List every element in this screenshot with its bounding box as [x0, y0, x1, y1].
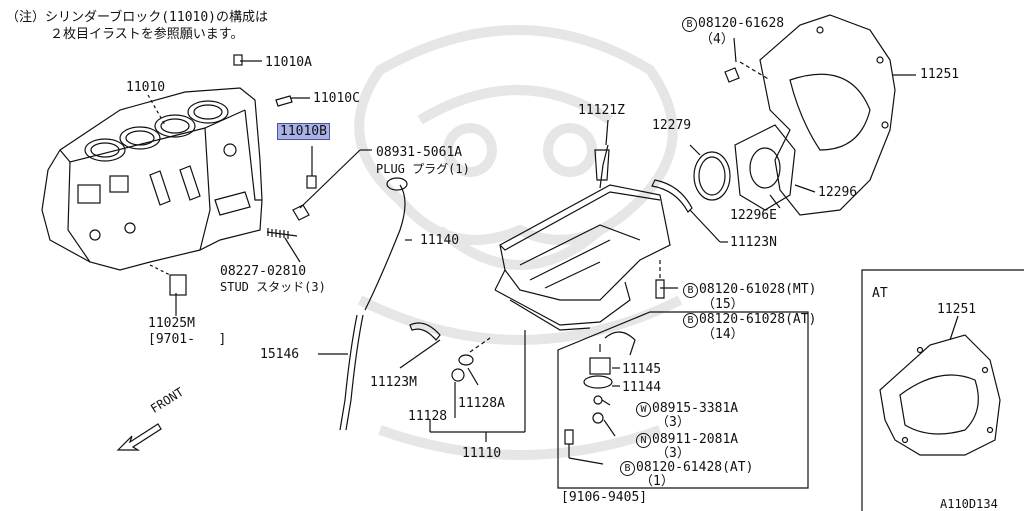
note-line-2: ２枚目イラストを参照願います。 — [50, 27, 244, 42]
bolt-code-b-icon: B — [683, 313, 698, 328]
gasket-11123n-shape — [651, 179, 693, 213]
part-11010c[interactable]: 11010C — [313, 91, 360, 106]
sensor-inset-box — [557, 311, 809, 489]
part-08931-5061a[interactable]: 08931-5061A — [376, 145, 463, 160]
part-11123m[interactable]: 11123M — [370, 375, 417, 390]
washer-code-w-icon: W — [636, 402, 651, 417]
part-12296e[interactable]: 12296E — [730, 208, 777, 223]
part-11025m[interactable]: 11025M — [148, 316, 195, 331]
at-part-11251[interactable]: 11251 — [937, 302, 977, 317]
cylinder-block-shape — [41, 87, 263, 271]
note-text: （注）シリンダーブロック(11010)の構成は ２枚目イラストを参照願います。 — [6, 9, 268, 43]
part-12279[interactable]: 12279 — [652, 118, 692, 133]
part-08931-desc: PLUG プラグ(1) — [376, 162, 470, 176]
part-11110[interactable]: 11110 — [462, 446, 502, 461]
leaders-right — [399, 74, 916, 442]
bolt-code-b-icon: B — [683, 283, 698, 298]
washer-08915-qty: （3） — [656, 415, 690, 430]
at-inset-box — [861, 269, 1024, 511]
part-08227-02810[interactable]: 08227-02810 — [220, 264, 307, 279]
gasket-11123m-shape — [409, 322, 441, 341]
diagram-reference-code: A110D134 — [940, 497, 998, 511]
bolt-08120-61428-qty: （1） — [640, 474, 674, 489]
oil-pan-shape — [494, 144, 671, 331]
part-12296[interactable]: 12296 — [818, 185, 858, 200]
part-11128[interactable]: 11128 — [408, 409, 448, 424]
part-11010[interactable]: 11010 — [126, 80, 166, 95]
nut-08911-qty: （3） — [656, 446, 690, 461]
part-11123n[interactable]: 11123N — [730, 235, 777, 250]
oil-seal-shape — [693, 124, 796, 211]
leaders-block — [147, 60, 372, 316]
drain-plug-shape — [451, 337, 491, 382]
bolt-code-b-icon: B — [620, 461, 635, 476]
bolt-08120-61028-at-qty: （14） — [702, 327, 744, 342]
sensor-range-label: [9106-9405] — [561, 490, 648, 505]
nut-code-n-icon: N — [636, 433, 651, 448]
dipstick-shape — [318, 177, 412, 431]
part-11010b-highlighted[interactable]: 11010B — [277, 123, 330, 140]
part-11121z[interactable]: 11121Z — [578, 103, 625, 118]
bolt-code-b-icon: B — [682, 17, 697, 32]
bolt-08120-61028-mt-qty: （15） — [702, 297, 744, 312]
part-11025m-range: [9701- ] — [148, 332, 227, 347]
part-11251[interactable]: 11251 — [920, 67, 960, 82]
part-11145[interactable]: 11145 — [622, 362, 662, 377]
rear-plate-mt-shape — [724, 14, 896, 216]
part-15146[interactable]: 15146 — [260, 347, 300, 362]
part-08227-desc: STUD スタッド(3) — [220, 280, 326, 294]
note-line-1: （注）シリンダーブロック(11010)の構成は — [6, 10, 269, 25]
part-11010a[interactable]: 11010A — [265, 55, 312, 70]
front-arrow-icon — [116, 423, 162, 451]
part-11140[interactable]: 11140 — [420, 233, 460, 248]
part-11144[interactable]: 11144 — [622, 380, 662, 395]
at-inset-title: AT — [872, 286, 888, 301]
bolt-08120-61628-qty: （4） — [700, 32, 734, 47]
part-11128a[interactable]: 11128A — [458, 396, 505, 411]
